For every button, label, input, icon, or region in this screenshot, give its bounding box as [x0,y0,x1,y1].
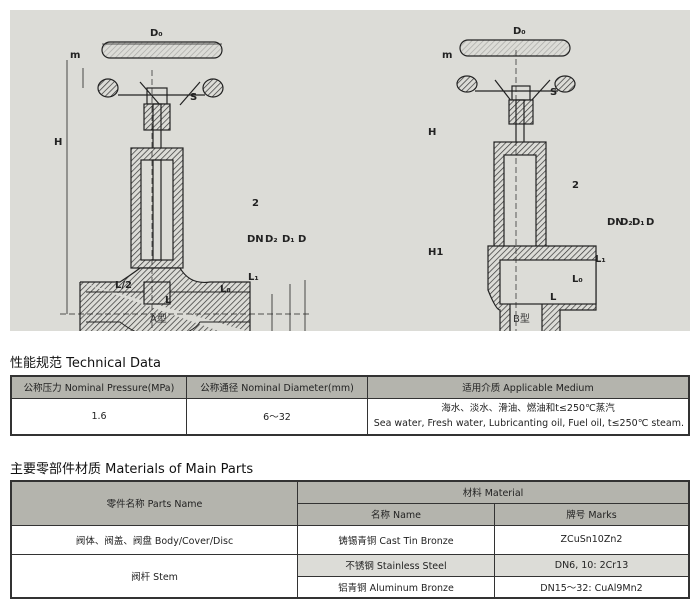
table-row: 阀体、阀盖、阀盘 Body/Cover/Disc 铸锡青铜 Cast Tin B… [10,524,690,555]
header-diameter: 公称通径 Nominal Diameter(mm) [186,375,368,399]
valve-drawing-panel: D₀ m H S 2 DN D₂ D₁ D L₁ L₀ L/2 L D₀ m H… [10,10,690,331]
header-medium: 适用介质 Applicable Medium [367,375,690,399]
cell-name: 铝青铜 Aluminum Bronze [297,575,495,599]
technical-data-title: 性能规范 Technical Data [10,356,161,371]
caption-type-b: B型 [513,314,530,325]
cell-name: 不锈钢 Stainless Steel [297,553,495,577]
materials-title: 主要零部件材质 Materials of Main Parts [10,462,254,477]
header-name: 名称 Name [297,502,495,526]
valve-a-drawing [60,41,310,331]
medium-cn: 海水、淡水、滑油、燃油和t≤250℃蒸汽 [441,403,615,415]
cell-marks: ZCuSn10Zn2 [494,524,690,555]
cell-part: 阀体、阀盖、阀盘 Body/Cover/Disc [10,524,298,555]
cell-marks: DN15～32: CuAl9Mn2 [494,575,690,599]
medium-en: Sea water, Fresh water, Lubricanting oil… [373,418,684,430]
cell-part: 阀杆 Stem [10,553,298,599]
table-row: 铝青铜 Aluminum Bronze DN15～32: CuAl9Mn2 [11,575,690,599]
table-row: 阀杆 Stem 不锈钢 Stainless Steel DN6, 10: 2Cr… [10,553,690,599]
valve-b-drawing [456,39,597,331]
caption-type-a: A型 [150,314,167,325]
cell-name: 铸锡青铜 Cast Tin Bronze [297,524,495,555]
cell-marks: DN6, 10: 2Cr13 [494,553,690,577]
header-pressure: 公称压力 Nominal Pressure(MPa) [10,375,187,399]
header-material: 材料 Material [297,480,690,504]
header-marks: 牌号 Marks [494,502,690,526]
cell-pressure: 1.6 [10,397,187,436]
valve-drawings [60,39,597,331]
technical-data-table: 公称压力 Nominal Pressure(MPa) 公称通径 Nominal … [10,375,690,436]
materials-table: 零件名称 Parts Name 材料 Material 名称 Name 牌号 M… [10,480,690,599]
header-parts-name: 零件名称 Parts Name [10,480,298,526]
cell-medium: 海水、淡水、滑油、燃油和t≤250℃蒸汽 Sea water, Fresh wa… [367,397,690,436]
cell-diameter: 6～32 [186,397,368,436]
